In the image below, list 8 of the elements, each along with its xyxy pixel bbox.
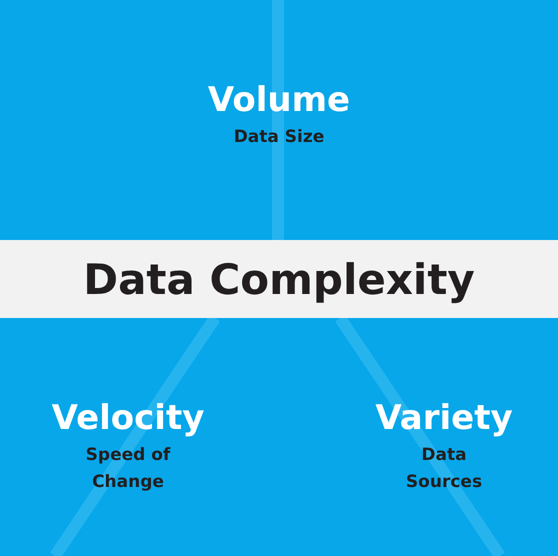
section-subtitle: Data Sources [404,444,484,494]
section-title: Variety [374,398,514,438]
section-subtitle: Data Size [234,126,324,149]
band-title: Data Complexity [83,254,475,304]
section-title: Volume [206,80,352,120]
section-title: Velocity [50,398,206,438]
section-subtitle: Speed of Change [84,444,172,494]
title-band [0,240,558,318]
